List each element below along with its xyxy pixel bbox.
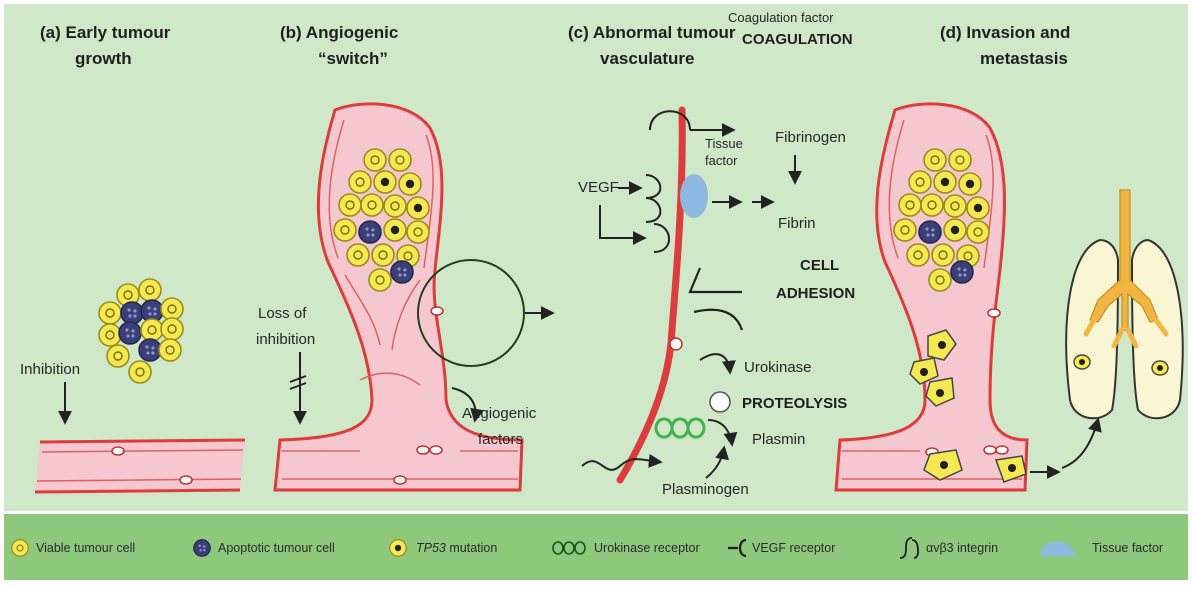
legend-viable-label: Viable tumour cell: [36, 541, 135, 555]
panel-b-title-line1: (b) Angiogenic: [280, 23, 398, 42]
tissue-factor-line2: factor: [705, 153, 738, 168]
panel-d-title-line1: (d) Invasion and: [940, 23, 1070, 42]
legend-tp53-italic: TP53: [416, 541, 446, 555]
diagram-panel: [4, 4, 1188, 511]
angiogenic-factors-line2: factors: [478, 431, 523, 448]
panel-b-title-line2: “switch”: [318, 49, 388, 68]
panel-a-vessel: [35, 440, 245, 492]
tissue-factor-shape: [680, 174, 708, 218]
cell-label: CELL: [800, 257, 839, 274]
fibrin-label: Fibrin: [778, 215, 816, 232]
panel-c-title-line2: vasculature: [600, 49, 695, 68]
panel-a-title-line1: (a) Early tumour: [40, 23, 171, 42]
urokinase-label: Urokinase: [744, 359, 812, 376]
panel-c-title-line1: (c) Abnormal tumour: [568, 23, 736, 42]
plasminogen-label: Plasminogen: [662, 481, 749, 498]
angiogenic-factors-line1: Angiogenic: [462, 405, 537, 422]
legend-tp53-rest: mutation: [446, 541, 497, 555]
loss-of-inhibition-line2: inhibition: [256, 331, 315, 348]
plasmin-label: Plasmin: [752, 431, 805, 448]
endothelial-nucleus: [670, 338, 682, 350]
panel-a-title-line2: growth: [75, 49, 132, 68]
vegf-label: VEGF: [578, 179, 619, 196]
proteolysis-label: PROTEOLYSIS: [742, 395, 847, 412]
legend-vegf-receptor-label: VEGF receptor: [752, 541, 835, 555]
legend-integrin-label: αvβ3 integrin: [926, 541, 998, 555]
coag-factor-label: Coagulation factor: [728, 10, 834, 25]
adhesion-label: ADHESION: [776, 285, 855, 302]
legend-tissue-factor-label: Tissue factor: [1092, 541, 1163, 555]
coagulation-label: COAGULATION: [742, 31, 853, 48]
urokinase-molecule: [710, 392, 730, 412]
legend-tissue-factor: Tissue factor: [1040, 541, 1163, 556]
fibrinogen-label: Fibrinogen: [775, 129, 846, 146]
loss-of-inhibition-line1: Loss of: [258, 305, 307, 322]
panel-d-title-line2: metastasis: [980, 49, 1068, 68]
legend-tp53-label: TP53 mutation: [416, 541, 497, 555]
legend-urokinase-receptor-label: Urokinase receptor: [594, 541, 700, 555]
legend-apoptotic-label: Apoptotic tumour cell: [218, 541, 335, 555]
tissue-factor-line1: Tissue: [705, 136, 743, 151]
inhibition-label: Inhibition: [20, 361, 80, 378]
